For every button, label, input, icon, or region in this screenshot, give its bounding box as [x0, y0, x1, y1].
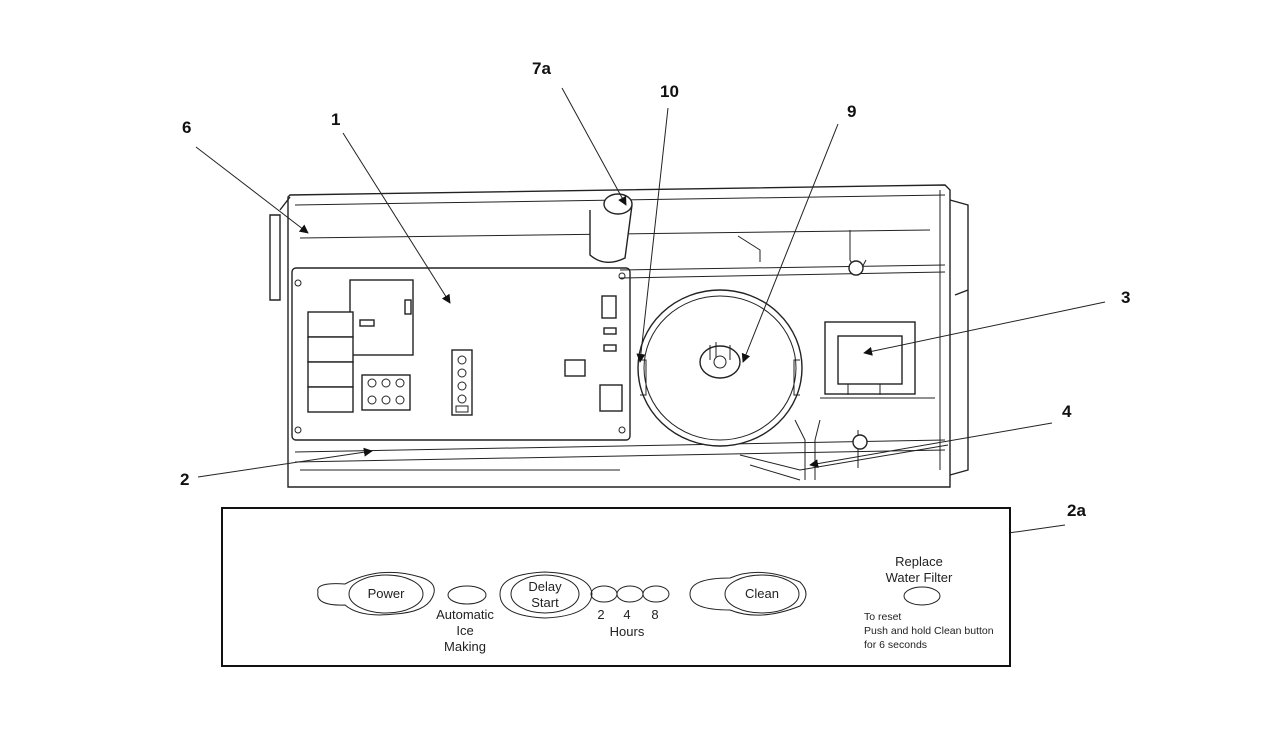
- auto-ice-label-1: Automatic: [436, 607, 494, 622]
- reservoir: [619, 264, 949, 481]
- hours-indicators: 2 4 8 Hours: [590, 585, 670, 639]
- power-button-label: Power: [368, 586, 406, 601]
- water-inlet: [589, 193, 633, 263]
- clean-button-label: Clean: [745, 586, 779, 601]
- delay-start-button[interactable]: Delay Start: [499, 571, 593, 619]
- reset-note-1: To reset: [864, 611, 901, 623]
- auto-ice-label-2: Ice: [456, 623, 473, 638]
- clip-lower: [794, 419, 868, 480]
- hours-label: Hours: [610, 624, 645, 639]
- replace-filter-label-1: Replace: [895, 554, 943, 569]
- leader-3: [863, 301, 1106, 356]
- leader-9: [741, 123, 839, 363]
- callout-6: 6: [182, 118, 191, 137]
- hour-8-led: [642, 585, 670, 603]
- callout-10: 10: [660, 82, 679, 101]
- clip-upper: [737, 230, 867, 277]
- delay-start-label-2: Start: [531, 595, 559, 610]
- delay-start-label-1: Delay: [528, 579, 562, 594]
- power-button[interactable]: Power: [317, 571, 435, 616]
- clean-button[interactable]: Clean: [689, 571, 807, 616]
- leader-10: [636, 107, 669, 363]
- callout-1: 1: [331, 110, 340, 129]
- hour-8-label: 8: [651, 607, 658, 622]
- callout-7a: 7a: [532, 59, 551, 78]
- auto-ice-indicator: Automatic Ice Making: [436, 585, 494, 654]
- callout-3: 3: [1121, 288, 1130, 307]
- control-board: [291, 267, 631, 441]
- leader-1: [342, 132, 451, 304]
- hour-2-label: 2: [597, 607, 604, 622]
- callout-4: 4: [1062, 402, 1072, 421]
- replace-filter-led: [903, 586, 941, 606]
- leader-4: [809, 422, 1053, 469]
- control-panel: Power Automatic Ice Making Delay Start 2…: [221, 507, 1011, 667]
- leader-6: [195, 146, 309, 234]
- reset-note-2: Push and hold Clean button: [864, 625, 994, 637]
- callout-9: 9: [847, 102, 856, 121]
- leader-2: [197, 447, 373, 478]
- auto-ice-label-3: Making: [444, 639, 486, 654]
- callout-2a: 2a: [1067, 501, 1086, 520]
- replace-filter-indicator: Replace Water Filter To reset Push and h…: [864, 554, 994, 651]
- reset-note-3: for 6 seconds: [864, 639, 927, 651]
- sensor-bracket: [820, 321, 935, 399]
- callout-2: 2: [180, 470, 189, 489]
- hour-4-label: 4: [623, 607, 630, 622]
- replace-filter-label-2: Water Filter: [886, 570, 953, 585]
- leader-7a: [561, 87, 627, 206]
- machine-housing: [269, 184, 969, 488]
